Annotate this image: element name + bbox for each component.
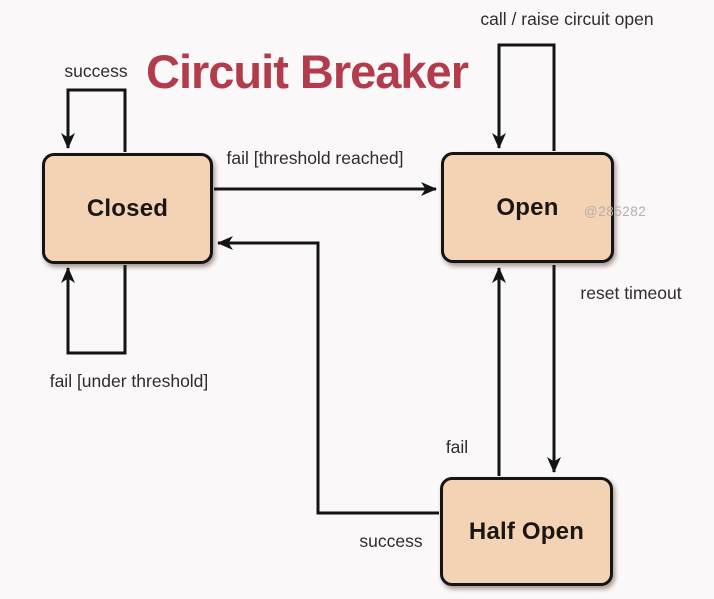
page-title: Circuit Breaker — [146, 45, 469, 98]
state-node-closed: Closed — [42, 153, 213, 264]
state-label-closed: Closed — [86, 194, 169, 222]
edge-label-open-to-half-open-reset: reset timeout — [580, 283, 682, 303]
edge-half-open-to-closed-success — [217, 236, 439, 515]
watermark-text: @285282 — [584, 204, 647, 219]
edge-label-half-open-to-open-fail: fail — [445, 437, 469, 457]
edge-label-closed-self-fail: fail [under threshold] — [49, 371, 209, 391]
state-node-open: Open — [441, 152, 614, 263]
edge-closed-self-fail — [61, 265, 127, 355]
state-label-half-open: Half Open — [468, 517, 585, 545]
edge-label-open-self-call: call / raise circuit open — [480, 9, 654, 29]
state-label-open: Open — [496, 193, 559, 221]
edge-open-self-call — [492, 43, 556, 151]
edge-label-closed-self-success: success — [64, 61, 128, 81]
edge-label-closed-to-open-fail: fail [threshold reached] — [226, 148, 404, 168]
edge-closed-self-success — [61, 88, 127, 152]
state-node-half-open: Half Open — [440, 477, 613, 586]
edge-label-half-open-to-closed-success: success — [359, 531, 423, 551]
